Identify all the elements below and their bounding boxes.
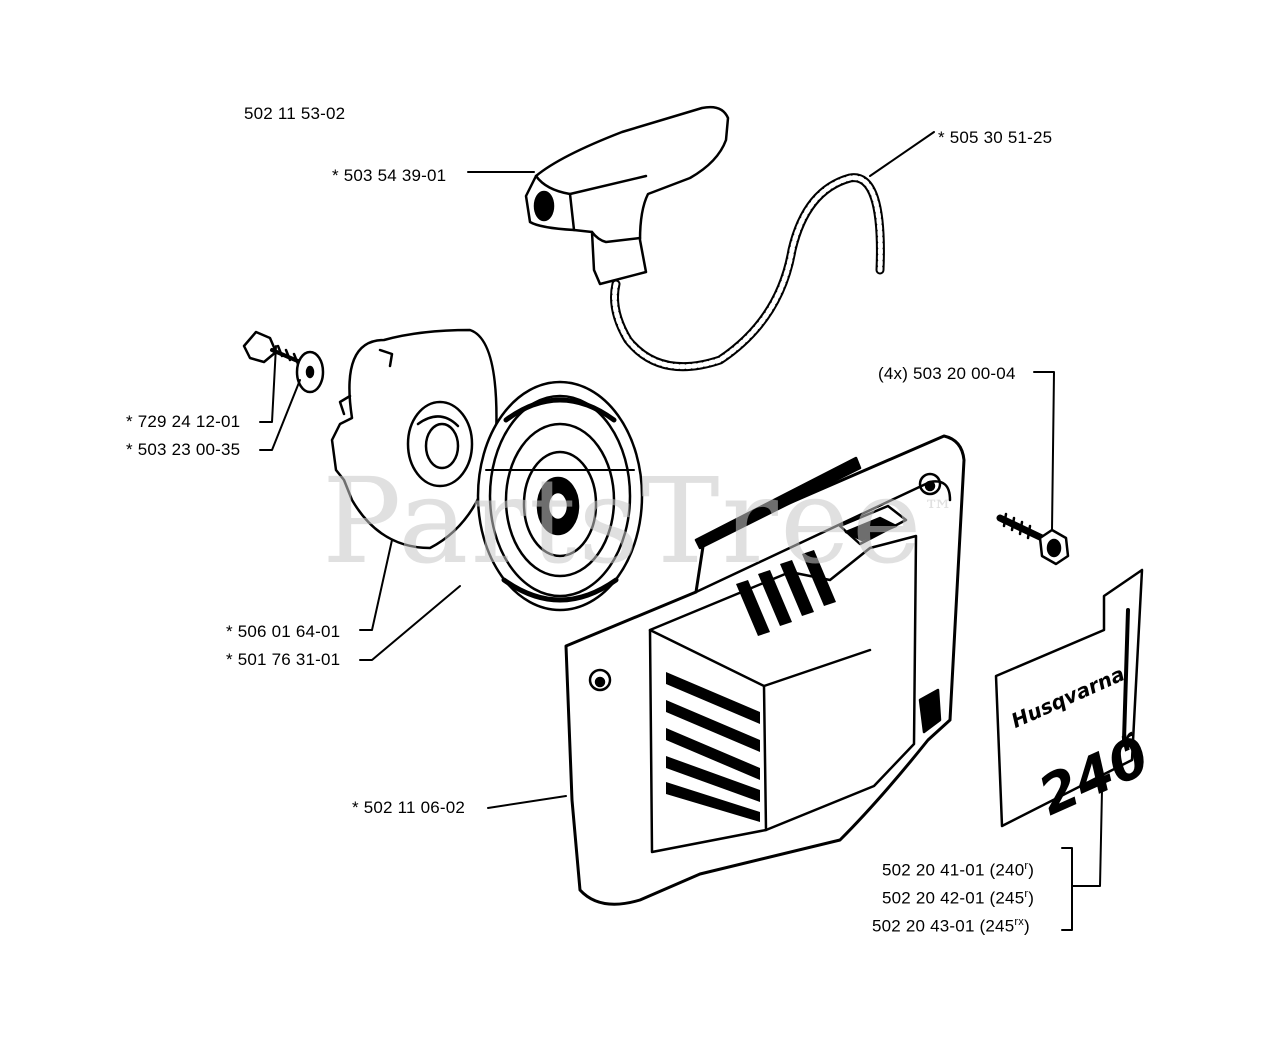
label-screws-4x: (4x) 503 20 00-04 [878, 364, 1016, 383]
label-kit: 502 11 53-02 [244, 104, 346, 123]
starter-handle [524, 105, 730, 286]
starter-cover [564, 434, 966, 906]
leader-lines [259, 131, 1103, 931]
label-screw: * 729 24 12-01 [126, 412, 241, 431]
watermark: PartsTree™ [322, 452, 956, 590]
label-cover: * 502 11 06-02 [352, 798, 466, 817]
recoil-spring [476, 380, 644, 612]
starter-pulley [330, 328, 498, 550]
cover-bolt [996, 512, 1070, 566]
label-washer: * 503 23 00-35 [126, 440, 241, 459]
label-handle: * 503 54 39-01 [332, 166, 447, 185]
screw-and-washer [242, 330, 325, 394]
model-decal [994, 568, 1144, 828]
label-spring: * 501 76 31-01 [226, 650, 341, 669]
starter-rope [610, 173, 885, 372]
label-decal-245rx: 502 20 43-01 (245rx) [872, 916, 1030, 936]
label-decal-245r: 502 20 42-01 (245r) [882, 888, 1035, 908]
label-pulley: * 506 01 64-01 [226, 622, 341, 641]
label-rope: * 505 30 51-25 [938, 128, 1053, 147]
label-decal-240r: 502 20 41-01 (240r) [882, 860, 1035, 880]
